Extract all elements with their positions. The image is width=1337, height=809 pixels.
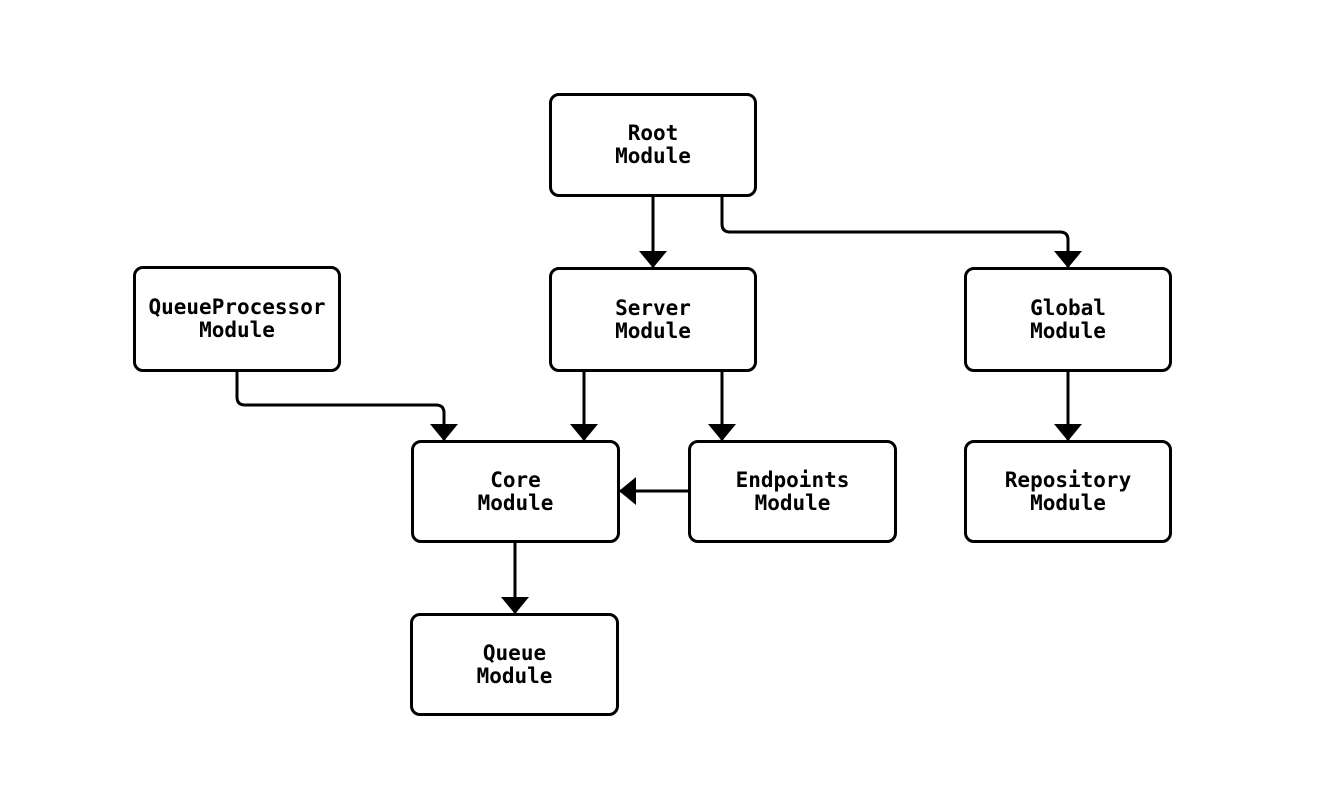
node-label: Module [1030,490,1106,515]
node-label: Repository [1004,467,1132,492]
node-label: Module [477,490,554,515]
edge-queueprocessor-to-core [235,372,458,441]
node-label: Module [615,318,691,343]
node-label: QueueProcessor [148,295,326,319]
edge-root-to-global [720,197,1082,268]
node-label: Module [754,490,831,515]
node-label: Endpoints [735,467,850,492]
node-label: Module [1030,318,1106,343]
node-label: Module [199,318,275,342]
node-label: Core [490,467,541,492]
node-label: Global [1030,295,1106,320]
node-label: Server [615,295,691,320]
node-label: Queue [482,640,547,665]
node-label: Module [615,144,691,168]
node-label: Module [476,663,553,688]
node-label: Root [627,121,679,145]
